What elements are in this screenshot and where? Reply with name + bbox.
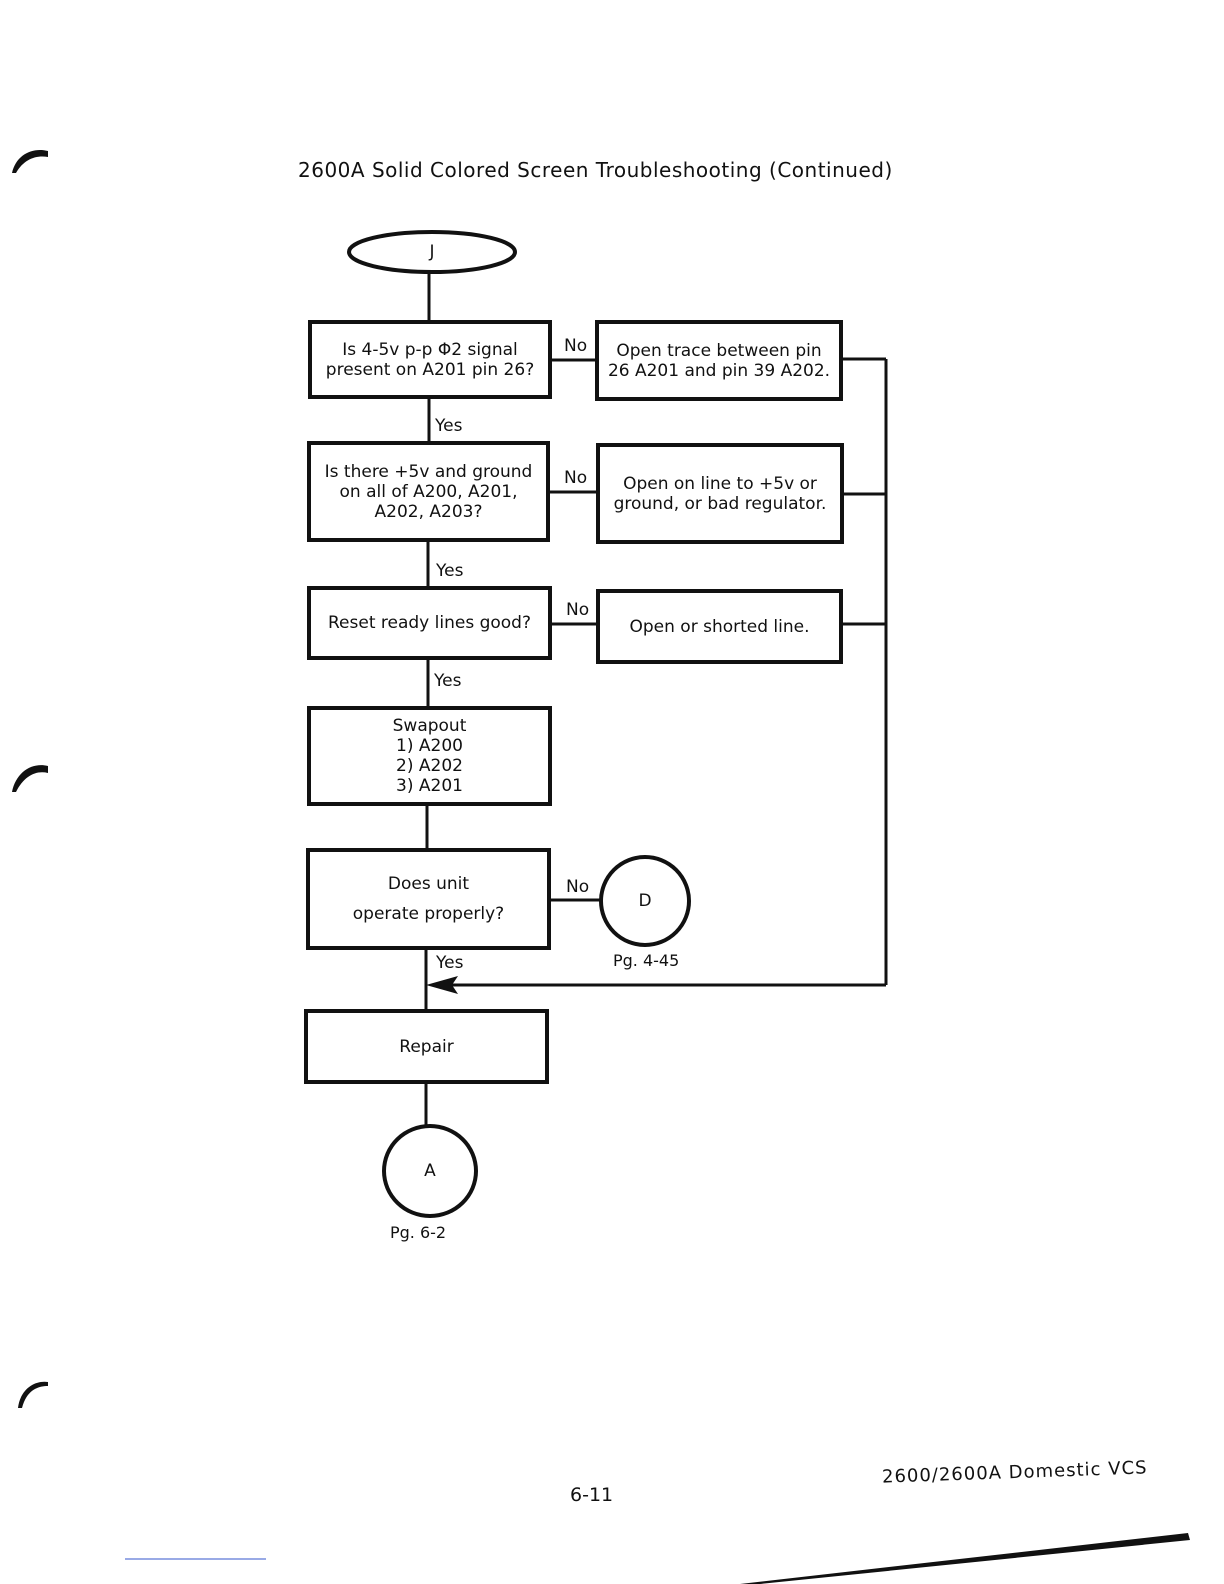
no-label: No bbox=[564, 336, 588, 356]
binder-mark bbox=[12, 765, 48, 792]
decision-box-operate: Does unit operate properly? bbox=[306, 848, 551, 950]
process-text: 3) A201 bbox=[396, 776, 463, 796]
decision-box-signal: Is 4-5v p-p Φ2 signal present on A201 pi… bbox=[308, 320, 552, 399]
page-number: 6-11 bbox=[570, 1484, 614, 1506]
result-text: Open or shorted line. bbox=[629, 616, 810, 637]
decision-text: Is 4-5v p-p Φ2 signal bbox=[342, 339, 518, 360]
result-box-shorted-line: Open or shorted line. bbox=[596, 589, 843, 664]
result-text: Open trace between pin bbox=[616, 340, 822, 361]
offpage-connector-a: A bbox=[382, 1124, 478, 1218]
decision-text: Is there +5v and ground bbox=[324, 461, 533, 482]
yes-label: Yes bbox=[436, 561, 464, 581]
process-text: Repair bbox=[399, 1036, 454, 1057]
result-text: ground, or bad regulator. bbox=[613, 493, 827, 514]
binder-mark bbox=[12, 149, 48, 173]
connector-a-page-ref: Pg. 6-2 bbox=[390, 1223, 447, 1242]
connector-d-page-ref: Pg. 4-45 bbox=[613, 951, 680, 970]
decision-box-power: Is there +5v and ground on all of A200, … bbox=[307, 441, 550, 542]
result-text: Open on line to +5v or bbox=[623, 473, 817, 494]
no-label: No bbox=[564, 468, 588, 488]
result-text: 26 A201 and pin 39 A202. bbox=[607, 360, 831, 381]
no-label: No bbox=[566, 877, 590, 897]
decision-text: Reset ready lines good? bbox=[328, 613, 531, 633]
page-title: 2600A Solid Colored Screen Troubleshooti… bbox=[298, 158, 893, 182]
process-text: 1) A200 bbox=[396, 736, 463, 756]
decision-text: operate properly? bbox=[352, 904, 505, 924]
arrowhead-icon bbox=[426, 976, 458, 994]
decision-text: A202, A203? bbox=[374, 501, 483, 522]
connector-label: D bbox=[638, 891, 652, 911]
offpage-connector-d: D bbox=[599, 855, 691, 947]
yes-label: Yes bbox=[436, 953, 464, 973]
no-label: No bbox=[566, 600, 590, 620]
process-text: Swapout bbox=[392, 716, 467, 736]
connector-label: A bbox=[424, 1161, 436, 1181]
binder-mark bbox=[18, 1381, 48, 1408]
result-box-power-line: Open on line to +5v or ground, or bad re… bbox=[596, 443, 844, 544]
result-box-open-trace: Open trace between pin 26 A201 and pin 3… bbox=[595, 320, 843, 401]
process-text: 2) A202 bbox=[396, 756, 463, 776]
decision-box-reset: Reset ready lines good? bbox=[307, 586, 552, 660]
decision-text: Does unit bbox=[387, 874, 470, 894]
decision-text: present on A201 pin 26? bbox=[325, 359, 535, 380]
process-box-repair: Repair bbox=[304, 1009, 549, 1084]
yes-label: Yes bbox=[434, 671, 462, 691]
start-terminator bbox=[347, 230, 517, 274]
start-connector-label: J bbox=[429, 242, 435, 262]
yes-label: Yes bbox=[435, 416, 463, 436]
process-box-swapout: Swapout 1) A200 2) A202 3) A201 bbox=[307, 706, 552, 806]
decision-text: on all of A200, A201, bbox=[339, 481, 518, 502]
